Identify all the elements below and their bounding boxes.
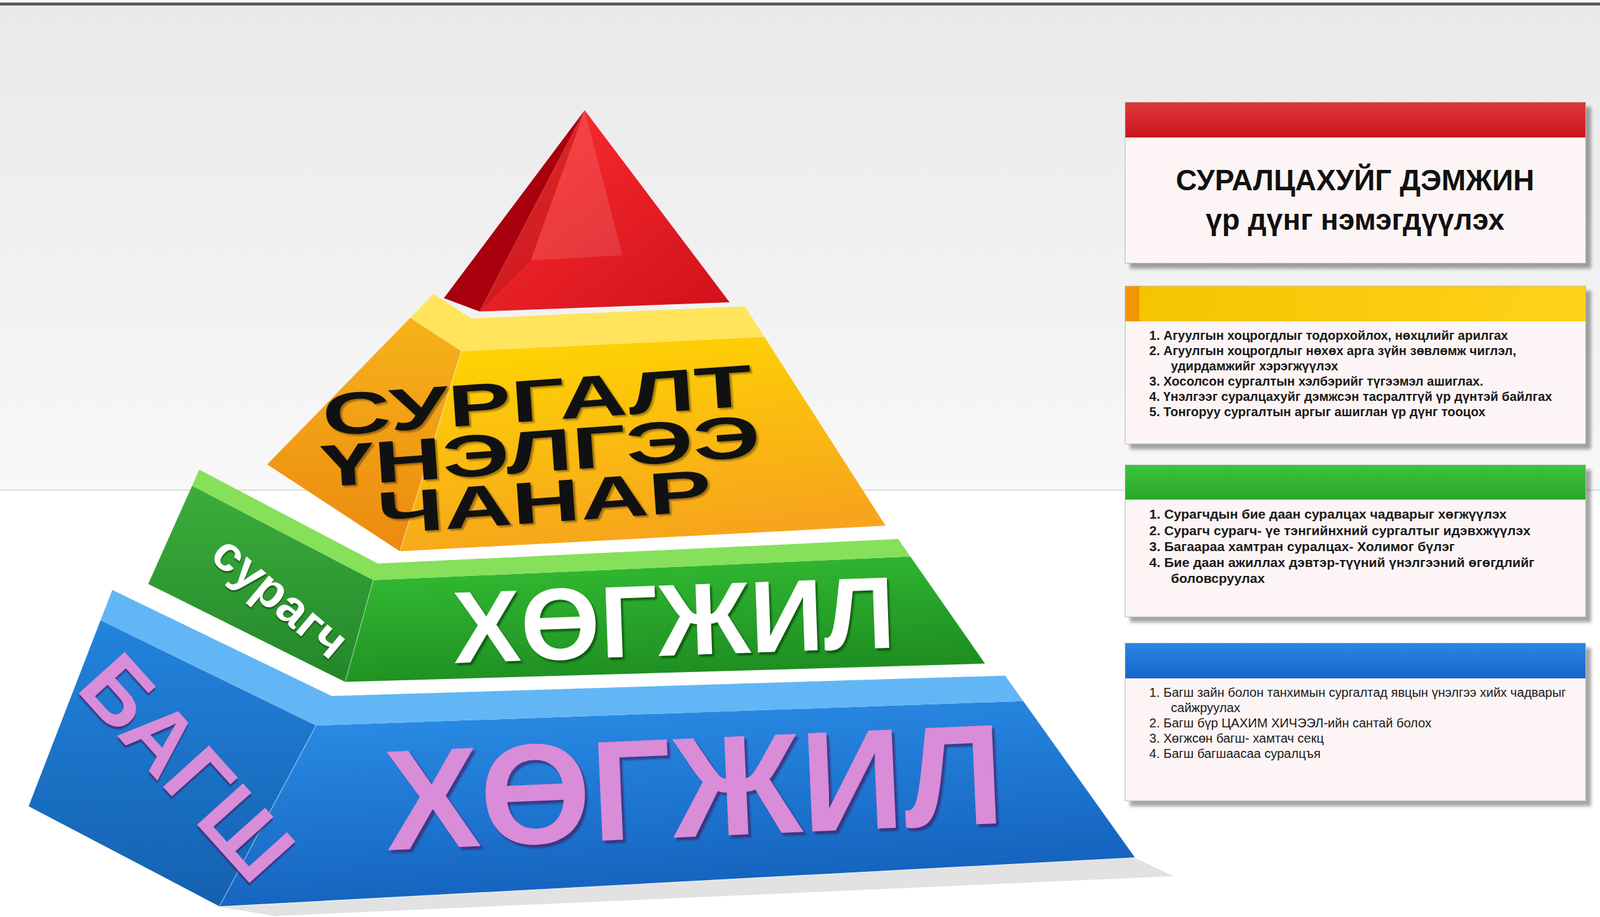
panel-body: 1. Сурагчдын бие даан суралцах чадварыг … (1125, 499, 1586, 617)
band-label: ХӨГЖИЛ (381, 702, 1006, 873)
panel-header-bar (1125, 286, 1586, 322)
pyramid-top-facet (479, 110, 585, 312)
list-item: 3. Хосолсон сургалтын хэлбэрийг түгээмэл… (1134, 373, 1576, 389)
pyramid-band: БАГШХӨГЖИЛ (28, 589, 1135, 906)
pyramid-band: СУРГАЛТ ҮНЭЛГЭЭ ЧАНАР (267, 293, 886, 551)
band-left-face (28, 620, 317, 907)
text-panel: СУРАЛЦАХУЙГ ДЭМЖИН үр дүнг нэмэгдүүлэх (1124, 101, 1587, 263)
list-item: 5. Тонгоруу сургалтын аргыг ашиглан үр д… (1134, 403, 1576, 420)
panel-header-bar (1125, 643, 1586, 679)
band-ledge (192, 469, 911, 581)
list-item: 1. Багш зайн болон танхимын сургалтад яв… (1134, 684, 1576, 716)
list-item: 2. Агуулгын хоцрогдлыг нөхөх арга зүйн з… (1134, 342, 1576, 374)
list-item: 1. Агуулгын хоцрогдлыг тодорхойлох, нөхц… (1134, 327, 1576, 343)
panel-body: СУРАЛЦАХУЙГ ДЭМЖИН үр дүнг нэмэгдүүлэх (1125, 137, 1586, 263)
list-item: 3. Багаараа хамтран суралцах- Холимог бү… (1134, 538, 1576, 555)
pyramid-top-front-face (479, 110, 730, 312)
panel-body: 1. Багш зайн болон танхимын сургалтад яв… (1125, 678, 1586, 801)
text-panel: 1. Багш зайн болон танхимын сургалтад яв… (1124, 642, 1587, 801)
list-item: 2. Сурагч сурагч- үе тэнгийнхний сургалт… (1134, 522, 1576, 539)
band-title: СУРГАЛТ ҮНЭЛГЭЭ ЧАНАР (316, 359, 766, 543)
text-panel: 1. Агуулгын хоцрогдлыг тодорхойлох, нөхц… (1124, 285, 1587, 445)
band-ledge (410, 293, 765, 352)
band-label: ХӨГЖИЛ (450, 561, 897, 680)
panel-header-bar (1125, 102, 1586, 138)
list-item: 1. Сурагчдын бие даан суралцах чадварыг … (1134, 505, 1576, 522)
text-panel: 1. Сурагчдын бие даан суралцах чадварыг … (1124, 464, 1587, 618)
pyramid-band: сурагчХӨГЖИЛ (148, 469, 985, 682)
band-front-face (219, 701, 1135, 907)
list-item: 3. Хөгжсөн багш- хамтач секц (1134, 730, 1576, 746)
panel-title: СУРАЛЦАХУЙГ ДЭМЖИН үр дүнг нэмэгдүүлэх (1159, 160, 1552, 240)
list-item: 4. Үнэлгээг суралцахуйг дэмжсэн тасралтг… (1134, 388, 1576, 404)
list-item: 4. Бие даан ажиллах дэвтэр-түүний үнэлгэ… (1134, 554, 1576, 586)
panel-header-bar (1125, 465, 1586, 501)
band-ledge (100, 589, 1023, 726)
panel-body: 1. Агуулгын хоцрогдлыг тодорхойлох, нөхц… (1125, 321, 1586, 444)
top-rule (0, 2, 1600, 6)
list-item: 4. Багш багшаасаа суралцъя (1134, 745, 1576, 761)
background-strip (0, 0, 1600, 7)
list-item: 2. Багш бүр ЦАХИМ ХИЧЭЭЛ-ийн сантай боло… (1134, 715, 1576, 731)
